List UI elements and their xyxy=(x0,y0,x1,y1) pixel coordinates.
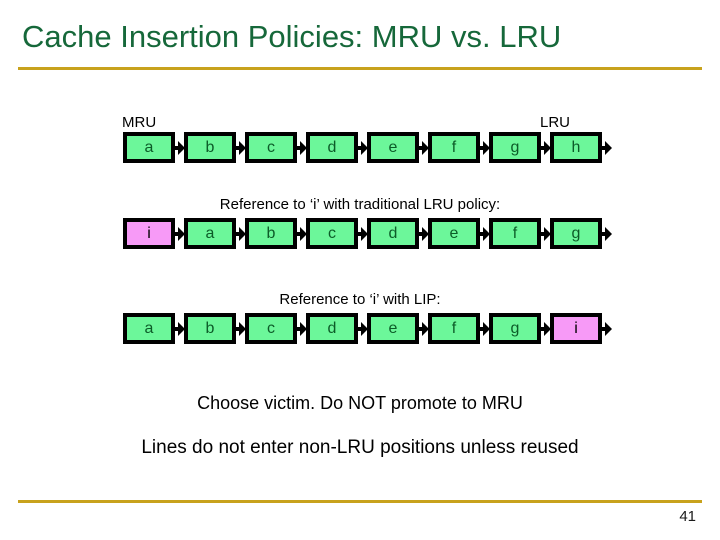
arrow-right-icon xyxy=(297,226,307,241)
arrow-right-icon xyxy=(419,321,429,336)
cache-line-cell[interactable]: b xyxy=(245,218,297,249)
cache-line-cell[interactable]: c xyxy=(245,313,297,344)
cache-line-cell[interactable]: c xyxy=(245,132,297,163)
cache-line-cell[interactable]: g xyxy=(489,313,541,344)
cache-line-cell[interactable]: d xyxy=(367,218,419,249)
arrow-right-icon xyxy=(358,140,368,155)
footer-divider xyxy=(18,500,702,503)
cache-line-cell[interactable]: a xyxy=(184,218,236,249)
cache-line-cell[interactable]: e xyxy=(367,132,419,163)
arrow-right-icon xyxy=(236,140,246,155)
note-choose-victim: Choose victim. Do NOT promote to MRU xyxy=(197,393,523,413)
cache-line-cell[interactable]: d xyxy=(306,313,358,344)
cache-line-list: a b c d e f g h xyxy=(0,132,720,163)
arrow-right-icon xyxy=(602,321,612,336)
cache-line-cell[interactable]: c xyxy=(306,218,358,249)
arrow-right-icon xyxy=(541,321,551,336)
cache-chain-traditional-lru: Reference to ‘i’ with traditional LRU po… xyxy=(0,196,720,249)
cache-chain-baseline: MRU LRU a b c d e f g h xyxy=(0,114,720,163)
cache-line-cell[interactable]: f xyxy=(489,218,541,249)
arrow-right-icon xyxy=(297,321,307,336)
title-divider xyxy=(18,67,702,70)
row-caption-traditional-lru: Reference to ‘i’ with traditional LRU po… xyxy=(219,196,501,213)
arrow-right-icon xyxy=(358,226,368,241)
arrow-right-icon xyxy=(175,226,185,241)
arrow-right-icon xyxy=(175,140,185,155)
cache-line-list: a b c d e f g i xyxy=(0,313,720,344)
cache-line-cell[interactable]: f xyxy=(428,132,480,163)
arrow-right-icon xyxy=(480,321,490,336)
arrow-right-icon xyxy=(236,321,246,336)
cache-line-cell[interactable]: d xyxy=(306,132,358,163)
arrow-right-icon xyxy=(541,140,551,155)
row-caption-lip: Reference to ‘i’ with LIP: xyxy=(279,291,441,308)
page-number: 41 xyxy=(679,508,696,525)
cache-line-cell[interactable]: b xyxy=(184,132,236,163)
cache-line-cell-inserted[interactable]: i xyxy=(123,218,175,249)
arrow-right-icon xyxy=(236,226,246,241)
cache-line-cell[interactable]: a xyxy=(123,313,175,344)
cache-line-cell[interactable]: b xyxy=(184,313,236,344)
cache-chain-lip: Reference to ‘i’ with LIP: a b c d e f g… xyxy=(0,291,720,344)
arrow-right-icon xyxy=(297,140,307,155)
arrow-right-icon xyxy=(541,226,551,241)
arrow-right-icon xyxy=(480,140,490,155)
arrow-right-icon xyxy=(175,321,185,336)
arrow-right-icon xyxy=(480,226,490,241)
cache-line-cell[interactable]: g xyxy=(550,218,602,249)
cache-line-list: i a b c d e f g xyxy=(0,218,720,249)
arrow-right-icon xyxy=(419,140,429,155)
endpoint-labels: MRU LRU xyxy=(0,114,720,132)
page-title: Cache Insertion Policies: MRU vs. LRU xyxy=(22,19,562,54)
lru-label: LRU xyxy=(540,114,571,131)
arrow-right-icon xyxy=(358,321,368,336)
arrow-right-icon xyxy=(602,226,612,241)
cache-line-cell[interactable]: e xyxy=(428,218,480,249)
cache-line-cell[interactable]: a xyxy=(123,132,175,163)
cache-line-cell[interactable]: h xyxy=(550,132,602,163)
note-non-lru-positions: Lines do not enter non-LRU positions unl… xyxy=(141,437,579,458)
cache-line-cell[interactable]: f xyxy=(428,313,480,344)
mru-label: MRU xyxy=(122,114,157,131)
arrow-right-icon xyxy=(602,140,612,155)
cache-line-cell[interactable]: e xyxy=(367,313,419,344)
arrow-right-icon xyxy=(419,226,429,241)
cache-line-cell[interactable]: g xyxy=(489,132,541,163)
cache-line-cell-inserted[interactable]: i xyxy=(550,313,602,344)
